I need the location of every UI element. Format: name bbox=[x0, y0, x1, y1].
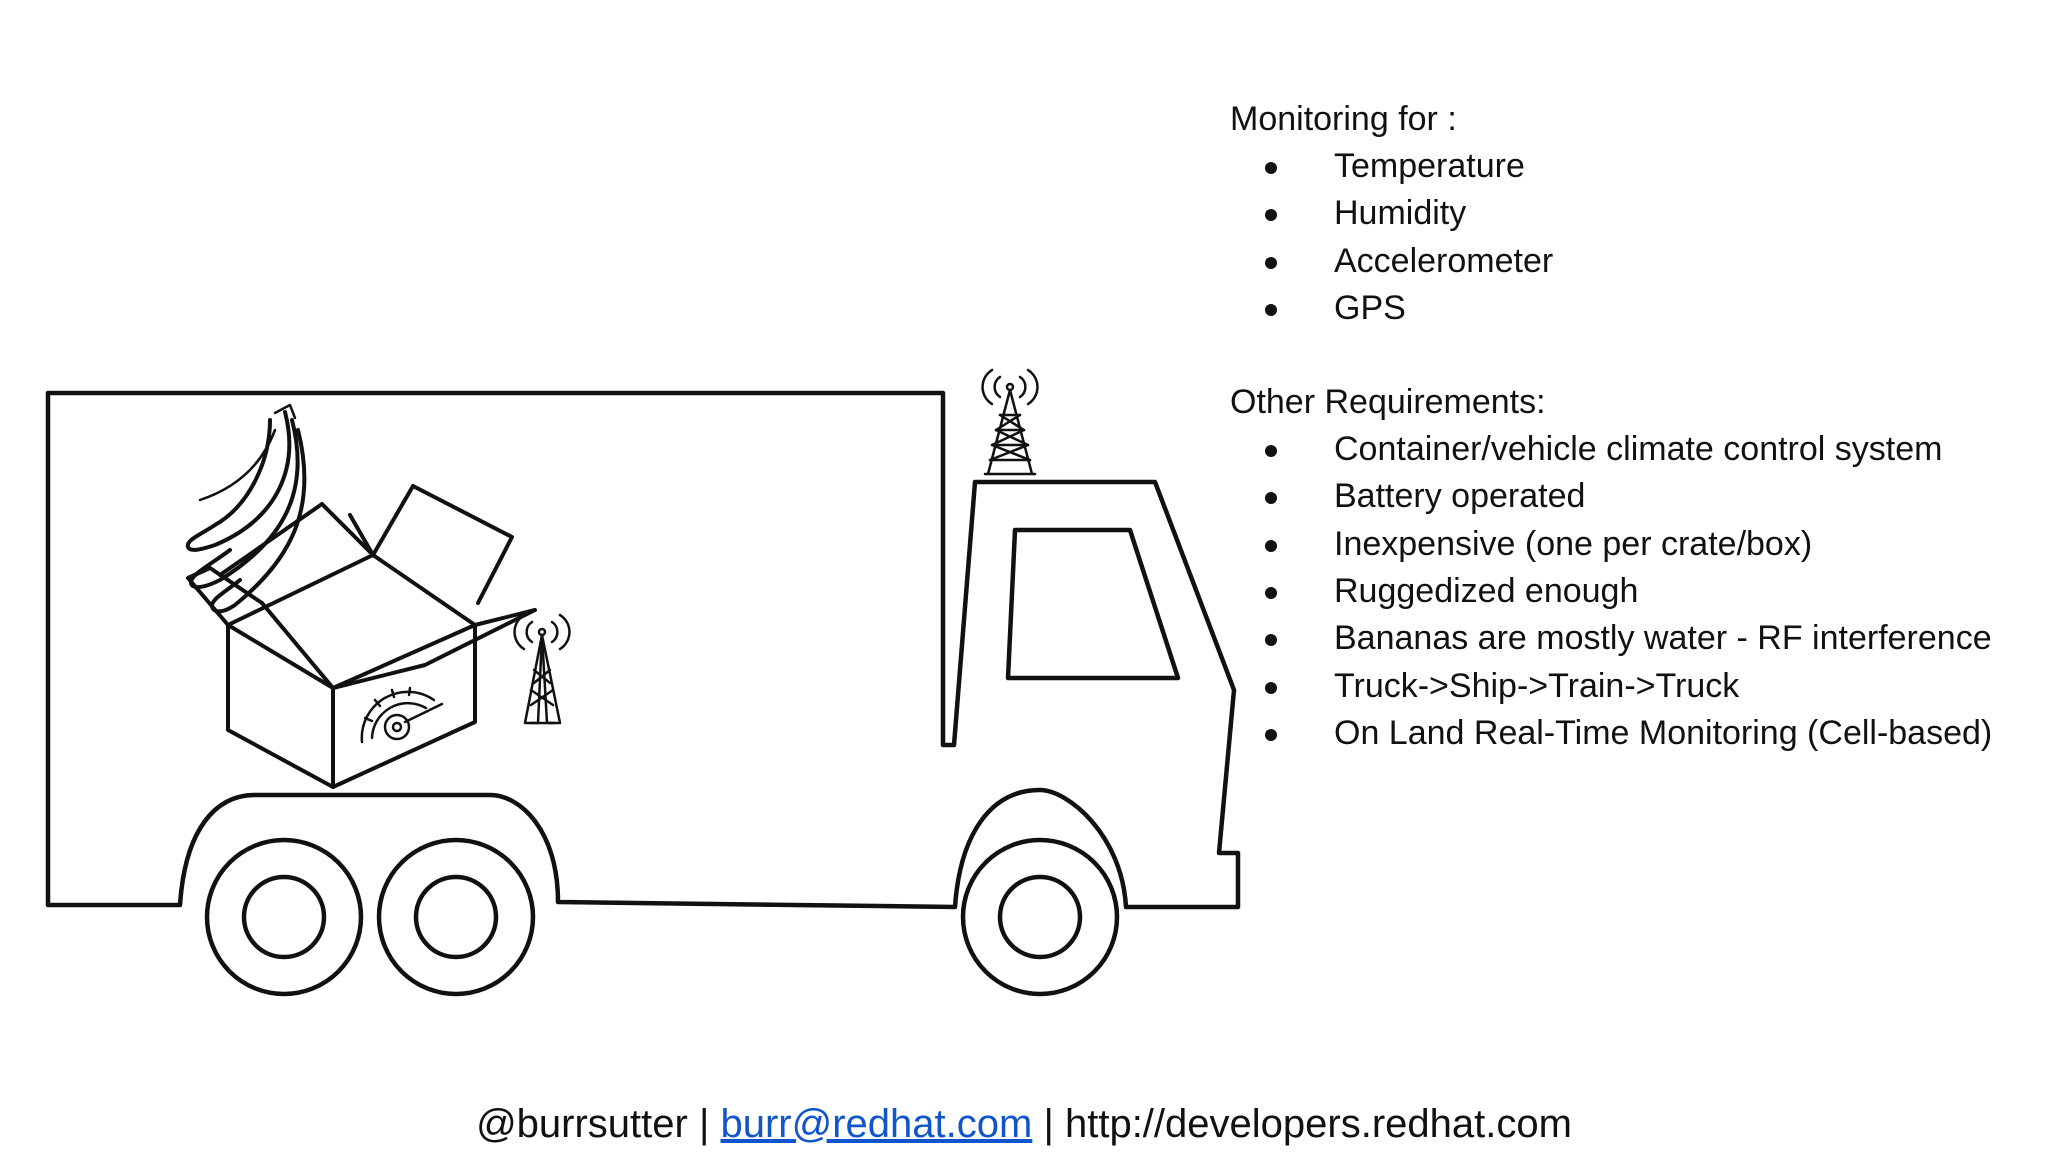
list-item: Humidity bbox=[1230, 190, 2030, 237]
cell-tower-icon bbox=[513, 613, 571, 725]
list-item: Bananas are mostly water - RF interferen… bbox=[1230, 615, 2030, 662]
footer-separator: | bbox=[698, 1102, 710, 1146]
footer-handle: @burrsutter bbox=[476, 1102, 688, 1146]
requirements-list: Container/vehicle climate control system… bbox=[1230, 426, 2030, 757]
list-item: Temperature bbox=[1230, 143, 2030, 190]
banana-icon bbox=[185, 403, 307, 614]
bullet-icon bbox=[1265, 728, 1277, 741]
wheel-rear-right-icon bbox=[376, 837, 536, 997]
list-item: Container/vehicle climate control system bbox=[1230, 426, 2030, 473]
footer: @burrsutter | burr@redhat.com | http://d… bbox=[0, 1096, 2048, 1152]
bullet-icon bbox=[1265, 587, 1277, 600]
list-item: Ruggedized enough bbox=[1230, 568, 2030, 615]
list-item: On Land Real-Time Monitoring (Cell-based… bbox=[1230, 710, 2030, 757]
spacer bbox=[1230, 332, 2030, 379]
list-item: Truck->Ship->Train->Truck bbox=[1230, 663, 2030, 710]
bullet-icon bbox=[1265, 445, 1277, 458]
footer-separator: | bbox=[1043, 1102, 1054, 1146]
wheel-front-icon bbox=[960, 837, 1120, 997]
website-text: http://developers.redhat.com bbox=[1064, 1102, 1572, 1146]
monitoring-list: Temperature Humidity Accelerometer GPS bbox=[1230, 143, 2030, 332]
email-link[interactable]: burr@redhat.com bbox=[720, 1102, 1033, 1146]
bullet-icon bbox=[1265, 492, 1277, 505]
truck-icon bbox=[45, 390, 1241, 997]
list-item: Inexpensive (one per crate/box) bbox=[1230, 521, 2030, 568]
list-item: GPS bbox=[1230, 285, 2030, 332]
list-item: Accelerometer bbox=[1230, 238, 2030, 285]
monitoring-heading: Monitoring for : bbox=[1230, 100, 1457, 138]
bullet-icon bbox=[1265, 539, 1277, 552]
bullet-icon bbox=[1265, 162, 1277, 174]
text-panel: Monitoring for : Temperature Humidity Ac… bbox=[1230, 96, 2030, 757]
bullet-icon bbox=[1265, 303, 1277, 316]
bullet-icon bbox=[1265, 681, 1277, 694]
box-icon bbox=[186, 484, 537, 789]
list-item: Battery operated bbox=[1230, 473, 2030, 520]
wheel-rear-left-icon bbox=[204, 837, 364, 997]
requirements-heading: Other Requirements: bbox=[1230, 383, 1546, 422]
sensor-gauge-icon bbox=[360, 686, 444, 744]
cell-tower-icon bbox=[981, 368, 1039, 476]
bullet-icon bbox=[1265, 256, 1277, 269]
bullet-icon bbox=[1265, 634, 1277, 647]
bullet-icon bbox=[1265, 209, 1277, 222]
